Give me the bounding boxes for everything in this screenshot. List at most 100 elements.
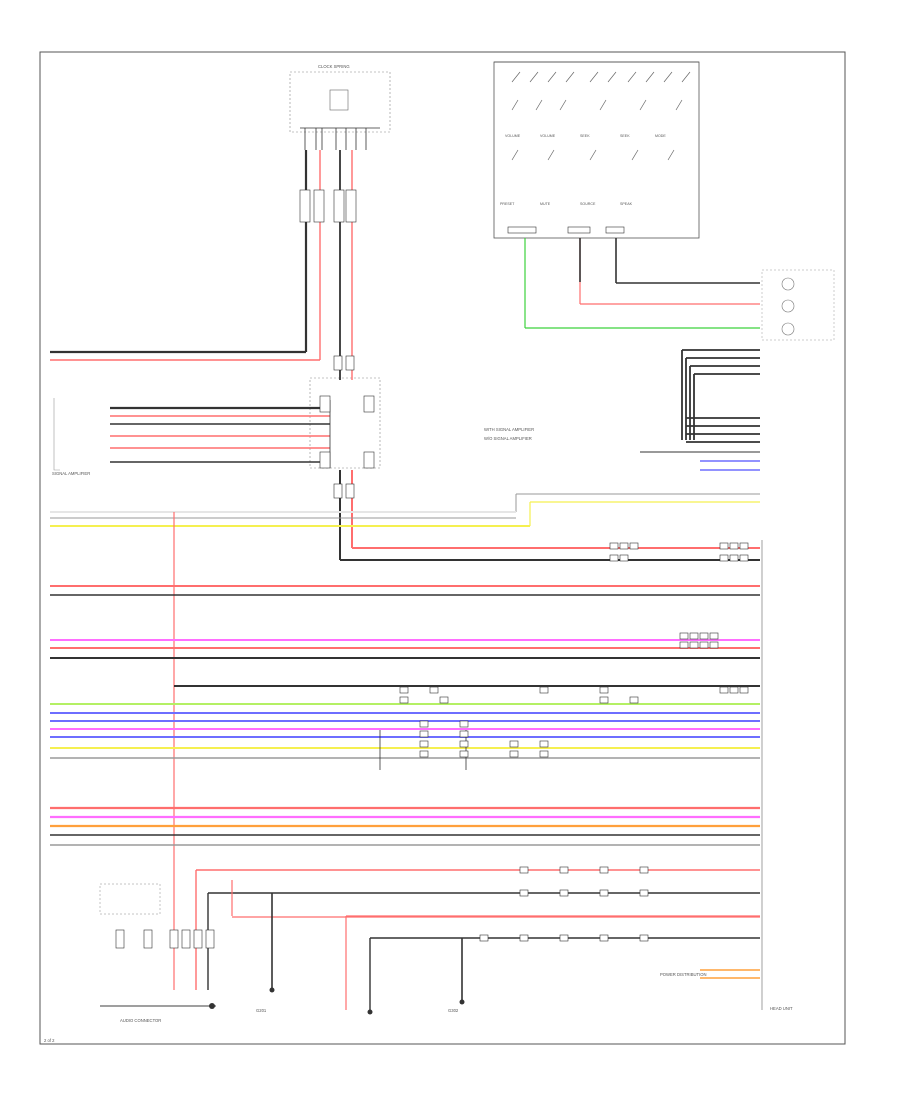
connector-block [399,686,409,694]
switch-contact [631,149,639,161]
connector-block [345,483,355,499]
connector-block [539,750,549,758]
connector-block [719,542,729,550]
connector-block [729,542,739,550]
speaker-box [761,269,835,341]
connector-block [419,720,429,728]
connector-block [333,483,343,499]
ground-label-b: G302 [448,1008,459,1013]
connector-block [345,355,355,371]
switch-contact [599,99,607,111]
switch-contact [511,99,519,111]
connector-block [205,929,215,949]
connector-block [629,696,639,704]
connector-block [319,395,331,413]
steering-switch-box [493,61,700,239]
connector-block [629,542,639,550]
connector-block [639,889,649,897]
switch-contact [547,71,557,83]
connector-block [739,686,749,694]
switch-contact [675,99,683,111]
connector-block [559,866,569,874]
bottom-left-module-label: AUDIO CONNECTOR [120,1018,161,1023]
switch-contact [627,71,637,83]
connector-block [519,866,529,874]
connector-block [439,696,449,704]
connector-block [689,632,699,640]
connector-block [363,395,375,413]
connector-block [143,929,153,949]
bracket [53,398,60,471]
signal-amp-label: SIGNAL AMPLIFIER [52,471,90,476]
connector-block [345,189,357,223]
connector-block [739,542,749,550]
connector-block [679,632,689,640]
switch-contact [547,149,555,161]
clock-spring-box [289,71,391,133]
switch-label: MODE [655,134,666,138]
connector-block [313,189,325,223]
switch-contact [535,99,543,111]
connector-block [319,451,331,469]
connector-block [399,696,409,704]
connector-block [419,740,429,748]
connector-block [699,632,709,640]
connector-block [429,686,439,694]
ground-icon [269,987,275,993]
connector-block [609,542,619,550]
switch-contact [645,71,655,83]
connector-block [459,730,469,738]
connector-block [599,934,609,942]
module-box [99,883,161,915]
ground-icon [367,1009,373,1015]
connector-block [419,730,429,738]
switch-contact [663,71,673,83]
diagram-border [39,51,846,1045]
connector-block [699,641,709,649]
connector-block [599,889,609,897]
ground-label-a: G201 [256,1008,267,1013]
connector-block [509,740,519,748]
switch-label: SEEK [580,134,590,138]
connector-block [609,554,619,562]
clock-spring-label: CLOCK SPRING [318,64,350,69]
connector-block [333,355,343,371]
speaker-icon [781,322,795,336]
connector-block [299,189,311,223]
connector-block [567,226,591,234]
switch-contact [607,71,617,83]
connector-block [639,866,649,874]
connector-block [739,554,749,562]
connector-block [689,641,699,649]
switch-label: SEEK [620,134,630,138]
ground-icon [459,999,465,1005]
page-ref: 2 of 2 [44,1038,55,1043]
connector-block [519,889,529,897]
connector-block [719,554,729,562]
speaker-icon [781,277,795,291]
switch-contact [589,71,599,83]
connector-block [419,750,429,758]
connector-block [719,686,729,694]
connector-block [519,934,529,942]
connector-block [619,542,629,550]
legend-line-a: WITH SIGNAL AMPLIFIER [484,427,534,432]
switch-label: PRESET [500,202,515,206]
switch-contact [639,99,647,111]
ground-icon [209,1003,215,1009]
connector-block [619,554,629,562]
connector-block [363,451,375,469]
connector-block [729,686,739,694]
connector-block [605,226,625,234]
connector-block [639,934,649,942]
head-unit-label: HEAD UNIT [770,1006,793,1011]
switch-label: SPEAK [620,202,633,206]
connector-block [709,632,719,640]
switch-label: MUTE [540,202,551,206]
bottom-right-module-label: POWER DISTRIBUTION [660,972,707,977]
switch-contact [667,149,675,161]
speaker-icon [781,299,795,313]
